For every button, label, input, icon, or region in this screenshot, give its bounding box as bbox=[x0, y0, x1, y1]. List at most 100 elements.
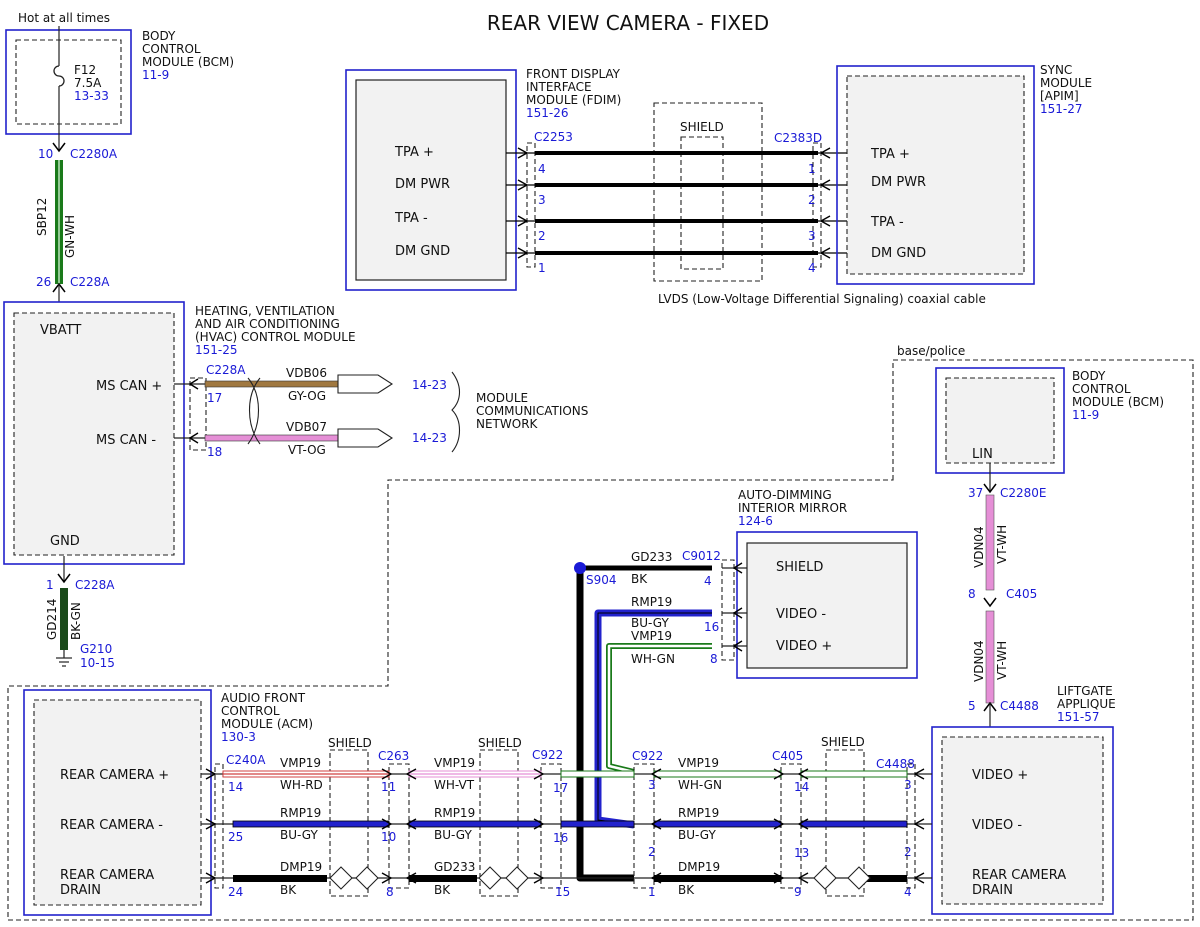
fdim-pin-label-3: TPA - bbox=[394, 211, 428, 226]
bcm-right-conn-c405: C405 bbox=[1006, 587, 1037, 601]
wire-vmp19-wh-gn-c bbox=[800, 770, 908, 778]
pin-18: 18 bbox=[207, 445, 222, 459]
color-vt-wh-a: VT-WH bbox=[995, 525, 1009, 564]
hvac-vbatt: VBATT bbox=[40, 323, 81, 338]
mirror-inner bbox=[746, 542, 908, 669]
connector-c228a-top: C228A bbox=[70, 275, 110, 289]
wire-vdb06 bbox=[204, 380, 339, 388]
acm-pin-label-drain-2: DRAIN bbox=[60, 883, 101, 898]
circuit-gd214: GD214 bbox=[45, 599, 59, 640]
sync-pin-label-4: DM GND bbox=[871, 246, 926, 261]
acm-name-1: AUDIO FRONT bbox=[221, 691, 306, 705]
sync-connector: C2383D bbox=[774, 131, 822, 145]
mirror-pin-label-video-minus: VIDEO - bbox=[776, 607, 826, 622]
hvac-ref: 151-25 bbox=[195, 343, 238, 357]
seg3-top-color: WH-GN bbox=[678, 778, 722, 792]
c922a-pin-16: 16 bbox=[553, 831, 568, 845]
bcm-top-name-2: CONTROL bbox=[142, 42, 201, 56]
lvds-shield-label: SHIELD bbox=[680, 120, 724, 134]
sync-ref: 151-27 bbox=[1040, 102, 1083, 116]
c922b-pin-2: 2 bbox=[648, 845, 656, 859]
circuit-sbp12: SBP12 bbox=[35, 198, 49, 236]
mirror-pin-8: 8 bbox=[710, 652, 718, 666]
mirror-module: AUTO-DIMMING INTERIOR MIRROR 124-6 SHIEL… bbox=[574, 488, 918, 882]
seg1-mid-circuit: RMP19 bbox=[280, 806, 321, 820]
fdim-inner bbox=[355, 79, 507, 281]
bcm-top-module: Hot at all times F12 7.5A 13-33 BODY CON… bbox=[5, 11, 234, 302]
mirror-vmp-circuit: VMP19 bbox=[631, 629, 672, 643]
mirror-pin-label-video-plus: VIDEO + bbox=[776, 639, 832, 654]
fuse-name: F12 bbox=[74, 63, 96, 77]
sync-pin-label-3: TPA - bbox=[870, 215, 904, 230]
mirror-vmp-color: WH-GN bbox=[631, 652, 675, 666]
bcm-right-inner bbox=[945, 377, 1055, 464]
fuse-rating: 7.5A bbox=[74, 76, 102, 90]
acm-pin-label-rc-minus: REAR CAMERA - bbox=[60, 818, 163, 833]
bcm-top-name-3: MODULE (BCM) bbox=[142, 55, 234, 69]
splice-s904: S904 bbox=[586, 573, 617, 587]
base-police-label: base/police bbox=[897, 344, 965, 358]
bcm-right-ref: 11-9 bbox=[1072, 408, 1099, 422]
fdim-pin-2: 3 bbox=[538, 193, 546, 207]
network-2: COMMUNICATIONS bbox=[476, 404, 588, 418]
seg2-mid-color: BU-GY bbox=[434, 828, 472, 842]
mirror-rmp-circuit: RMP19 bbox=[631, 595, 672, 609]
lvds-caption: LVDS (Low-Voltage Differential Signaling… bbox=[658, 292, 986, 306]
seg2-top-color: WH-VT bbox=[434, 778, 475, 792]
c263-pin-10: 10 bbox=[381, 830, 396, 844]
pin-10: 10 bbox=[38, 147, 53, 161]
bcm-top-ref: 11-9 bbox=[142, 68, 169, 82]
acm-pin-25: 25 bbox=[228, 830, 243, 844]
shield-1 bbox=[329, 749, 369, 897]
seg2-mid-circuit: RMP19 bbox=[434, 806, 475, 820]
wire-rmp19-e bbox=[800, 820, 908, 828]
bcm-right-conn-c2280e: C2280E bbox=[1000, 486, 1047, 500]
bcm-top-name-1: BODY bbox=[142, 29, 176, 43]
gnd-pin-1: 1 bbox=[46, 578, 54, 592]
fdim-pin-4: 1 bbox=[538, 261, 546, 275]
circuit-vdn04-b: VDN04 bbox=[972, 640, 986, 682]
color-bk-gn: BK-GN bbox=[69, 602, 83, 640]
bcm-right-conn-c4488: C4488 bbox=[1000, 699, 1039, 713]
seg2-bot-color: BK bbox=[434, 883, 451, 897]
wire-rmp19-d bbox=[653, 820, 782, 828]
c922b-pin-3: 3 bbox=[648, 778, 656, 792]
mirror-pin-4: 4 bbox=[704, 574, 712, 588]
mirror-pin-16: 16 bbox=[704, 620, 719, 634]
network-1: MODULE bbox=[476, 391, 528, 405]
sync-pin-label-2: DM PWR bbox=[871, 175, 926, 190]
wire-vmp19-wh-gn-a bbox=[560, 770, 635, 778]
hvac-connector: C228A bbox=[206, 363, 246, 377]
connector-arrow-icon bbox=[57, 573, 71, 584]
wire-vdb07 bbox=[204, 434, 339, 442]
fdim-connector: C2253 bbox=[534, 130, 573, 144]
fdim-pin-1: 4 bbox=[538, 162, 546, 176]
page-connector-icon bbox=[337, 374, 394, 394]
wire-rmp19-b bbox=[408, 820, 542, 828]
circuit-vdb06: VDB06 bbox=[286, 366, 327, 380]
bcm-right-outline bbox=[935, 367, 1065, 474]
sync-module: SYNC MODULE [APIM] 151-27 C2383D TPA + D… bbox=[774, 63, 1092, 285]
wire-vmp19-wh-gn-b bbox=[653, 770, 782, 778]
bcm-right-name-1: BODY bbox=[1072, 369, 1106, 383]
sync-name-1: SYNC bbox=[1040, 63, 1072, 77]
fuse-ref: 13-33 bbox=[74, 89, 109, 103]
c263-name: C263 bbox=[378, 749, 409, 763]
bcm-right-lin: LIN bbox=[972, 447, 993, 462]
liftgate-pin-4: 4 bbox=[904, 885, 912, 899]
mirror-outline bbox=[736, 531, 918, 679]
sync-name-2: MODULE bbox=[1040, 76, 1092, 90]
sync-pin-3: 3 bbox=[808, 229, 816, 243]
fdim-pin-label-1: TPA + bbox=[394, 145, 434, 160]
connector-arrows bbox=[205, 768, 925, 884]
sync-pin-4: 4 bbox=[808, 261, 816, 275]
hvac-inner bbox=[13, 312, 175, 556]
sync-pin-1: 1 bbox=[808, 162, 816, 176]
bcm-right-module: BODY CONTROL MODULE (BCM) 11-9 LIN 37 C2… bbox=[935, 367, 1164, 727]
circuit-vdb07: VDB07 bbox=[286, 420, 327, 434]
hvac-can-plus: MS CAN + bbox=[96, 379, 162, 394]
liftgate-pin-label-video-plus: VIDEO + bbox=[972, 768, 1028, 783]
hvac-name-2: AND AIR CONDITIONING bbox=[195, 317, 340, 331]
liftgate-pin-label-video-minus: VIDEO - bbox=[972, 818, 1022, 833]
